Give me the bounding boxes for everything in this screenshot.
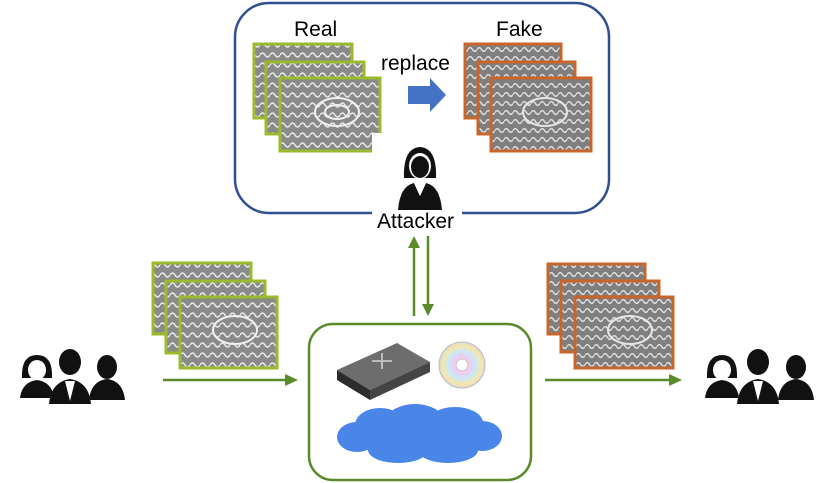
attacker-person-icon bbox=[398, 147, 442, 210]
real-fingerprint-stack bbox=[252, 42, 382, 153]
external-hard-drive-icon bbox=[337, 343, 430, 400]
replace-label: replace bbox=[381, 52, 450, 75]
fake-label: Fake bbox=[496, 18, 543, 41]
fake-fingerprint-image bbox=[573, 295, 675, 370]
user-group-icon bbox=[705, 349, 814, 404]
cloud-icon bbox=[337, 404, 502, 463]
replace-arrow-icon bbox=[408, 78, 446, 112]
real-fingerprint-image bbox=[278, 76, 382, 153]
optical-disc-icon bbox=[438, 341, 486, 389]
real-fingerprint-image bbox=[178, 295, 279, 370]
fake-fingerprint-image bbox=[489, 76, 593, 153]
output-fingerprint-stack bbox=[546, 262, 675, 370]
output-flow-arrowhead-icon bbox=[669, 374, 682, 386]
attacker-storage-arrows bbox=[408, 236, 434, 316]
attacker-label: Attacker bbox=[377, 210, 454, 233]
input-fingerprint-stack bbox=[151, 261, 279, 370]
input-flow-arrowhead-icon bbox=[285, 374, 298, 386]
fake-fingerprint-stack bbox=[463, 42, 593, 153]
user-group-icon bbox=[20, 349, 125, 404]
real-label: Real bbox=[294, 18, 337, 41]
